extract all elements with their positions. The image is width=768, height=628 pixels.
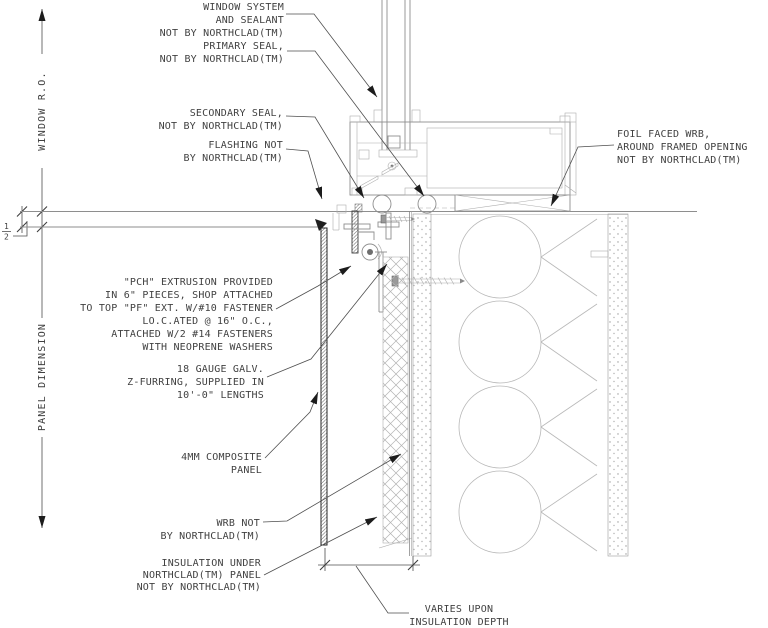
callout-line: INSULATION DEPTH: [409, 617, 509, 628]
leader-pch-extrusion: [275, 265, 352, 310]
callout-line: AROUND FRAMED OPENING: [617, 142, 748, 153]
callout-line: FLASHING NOT: [208, 140, 283, 151]
callout-line: BY NORTHCLAD(TM): [183, 153, 283, 164]
panel-dimension-label: PANEL DIMENSION: [37, 323, 48, 431]
callout-line: BY NORTHCLAD(TM): [160, 531, 260, 542]
leader-insulation-under: [263, 516, 378, 576]
callout-line: 10'-0" LENGTHS: [177, 390, 264, 401]
half-numerator: 1: [4, 222, 9, 231]
batt-insulation: [458, 215, 598, 554]
callout-line: NOT BY NORTHCLAD(TM): [159, 121, 283, 132]
callout-line: NOT BY NORTHCLAD(TM): [137, 582, 261, 593]
callout-line: VARIES UPON: [425, 604, 493, 615]
leader-wrb: [262, 453, 402, 523]
callout-line: NOT BY NORTHCLAD(TM): [160, 28, 284, 39]
leader-composite-panel: [264, 391, 319, 459]
callout-line: ATTACHED W/2 #14 FASTENERS: [111, 329, 273, 340]
callout-wrb: WRB NOT BY NORTHCLAD(TM): [160, 518, 260, 542]
sealant-backer-rods: [336, 194, 437, 214]
panel-dimension: PANEL DIMENSION: [37, 323, 48, 528]
varies-dimension: [318, 548, 420, 614]
callout-foil-wrb: FOIL FACED WRB, AROUND FRAMED OPENING NO…: [617, 129, 748, 166]
fastener-number10: [380, 214, 415, 224]
insulation-board: [378, 256, 413, 549]
callout-line: WINDOW SYSTEM: [203, 2, 284, 13]
callout-line: NOT BY NORTHCLAD(TM): [617, 155, 741, 166]
leader-primary-seal: [287, 50, 425, 197]
half-denominator: 2: [4, 233, 9, 242]
callout-composite-panel: 4MM COMPOSITE PANEL: [181, 452, 262, 476]
callout-line: AND SEALANT: [216, 15, 284, 26]
callout-primary-seal: PRIMARY SEAL, NOT BY NORTHCLAD(TM): [160, 41, 284, 65]
window-ro-dimension: WINDOW R.O.: [37, 9, 48, 318]
callout-line: INSULATION UNDER: [161, 558, 261, 569]
callout-insulation-under: INSULATION UNDER NORTHCLAD(TM) PANEL NOT…: [137, 558, 262, 593]
callout-line: Z-FURRING, SUPPLIED IN: [127, 377, 264, 388]
callout-line: NOT BY NORTHCLAD(TM): [160, 54, 284, 65]
framed-opening-blocking: [454, 194, 571, 212]
panel-corner-sealant: [315, 219, 327, 231]
sheathing: [412, 213, 432, 557]
leader-foil-wrb: [550, 144, 615, 207]
callout-line: TO TOP "PF" EXT. W/#10 FASTENER: [80, 303, 274, 314]
pf-girt-bar: [351, 210, 359, 254]
callout-pch-extrusion: "PCH" EXTRUSION PROVIDED IN 6" PIECES, S…: [80, 277, 274, 353]
callout-line: PANEL: [231, 465, 262, 476]
callout-line: NORTHCLAD(TM) PANEL: [143, 570, 261, 581]
callout-flashing: FLASHING NOT BY NORTHCLAD(TM): [183, 140, 283, 164]
leader-secondary-seal: [285, 115, 365, 199]
callout-line: LO.C.ATED @ 16" O.C.,: [142, 316, 273, 327]
callout-line: "PCH" EXTRUSION PROVIDED: [124, 277, 273, 288]
leaders: [262, 13, 615, 576]
leader-flashing: [285, 148, 323, 200]
callout-line: PRIMARY SEAL,: [203, 41, 284, 52]
leader-z-furring: [266, 263, 388, 378]
composite-panel: [320, 227, 328, 546]
callout-line: 18 GAUGE GALV.: [177, 364, 264, 375]
window-glazing: [373, 0, 421, 158]
callout-line: WRB NOT: [216, 518, 260, 529]
callout-line: FOIL FACED WRB,: [617, 129, 710, 140]
callout-varies: VARIES UPON INSULATION DEPTH: [409, 604, 509, 628]
callout-line: WITH NEOPRENE WASHERS: [142, 342, 273, 353]
window-ro-label: WINDOW R.O.: [37, 71, 48, 150]
leader-window-system: [286, 13, 378, 98]
callout-window-system: WINDOW SYSTEM AND SEALANT NOT BY NORTHCL…: [160, 2, 284, 39]
callout-line: SECONDARY SEAL,: [190, 108, 283, 119]
callout-secondary-seal: SECONDARY SEAL, NOT BY NORTHCLAD(TM): [159, 108, 283, 132]
gypsum-board: [590, 213, 629, 557]
callout-z-furring: 18 GAUGE GALV. Z-FURRING, SUPPLIED IN 10…: [127, 364, 264, 401]
window-frame: [349, 112, 577, 196]
callout-line: IN 6" PIECES, SHOP ATTACHED: [105, 290, 273, 301]
wrb-membrane: [409, 211, 412, 556]
callout-line: 4MM COMPOSITE: [181, 452, 262, 463]
